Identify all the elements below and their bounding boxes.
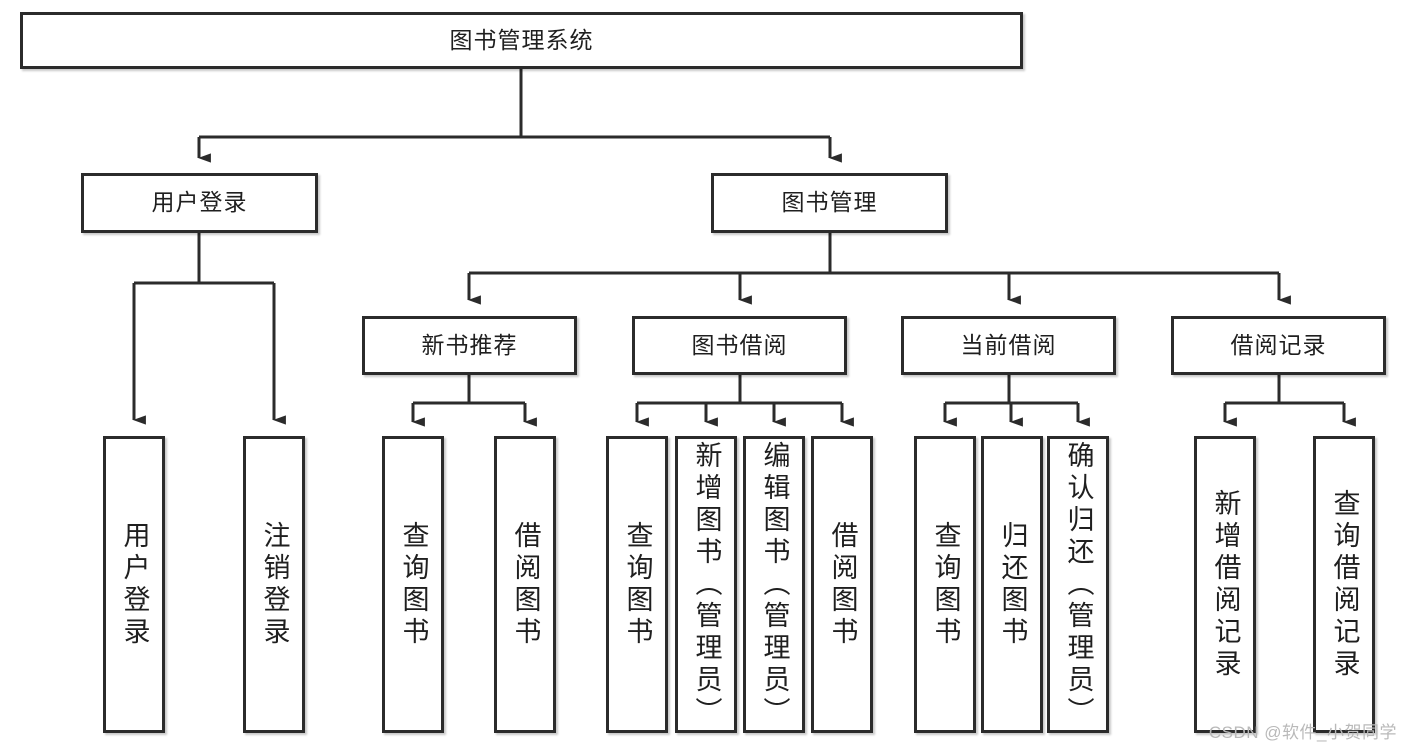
leaf-logout[interactable]: 注销登录 — [243, 436, 305, 733]
node-label: 借阅图书 — [827, 520, 858, 649]
leaf-query-book-current[interactable]: 查询图书 — [914, 436, 976, 733]
node-label: 归还图书 — [997, 520, 1028, 649]
node-user-login[interactable]: 用户登录 — [81, 173, 318, 233]
node-label: 查询图书 — [398, 520, 429, 649]
node-label: 新书推荐 — [421, 331, 518, 358]
leaf-borrow-book-new[interactable]: 借阅图书 — [494, 436, 556, 733]
node-label: 图书管理 — [781, 189, 878, 216]
node-label: 确认归还（管理员） — [1063, 440, 1094, 729]
node-current-borrow[interactable]: 当前借阅 — [901, 316, 1116, 375]
node-label: 借阅记录 — [1230, 331, 1327, 358]
leaf-confirm-return-admin[interactable]: 确认归还（管理员） — [1047, 436, 1109, 733]
node-borrow-record[interactable]: 借阅记录 — [1171, 316, 1386, 375]
node-label: 借阅图书 — [510, 520, 541, 649]
node-new-book-recommend[interactable]: 新书推荐 — [362, 316, 577, 375]
node-label: 查询图书 — [622, 520, 653, 649]
node-label: 当前借阅 — [960, 331, 1057, 358]
node-label: 编辑图书（管理员） — [759, 440, 790, 729]
leaf-query-borrow-record[interactable]: 查询借阅记录 — [1313, 436, 1375, 733]
leaf-edit-book-admin[interactable]: 编辑图书（管理员） — [743, 436, 805, 733]
node-label: 用户登录 — [151, 189, 248, 216]
leaf-query-book-borrow[interactable]: 查询图书 — [606, 436, 668, 733]
node-label: 查询借阅记录 — [1329, 488, 1360, 681]
node-label: 用户登录 — [119, 520, 150, 649]
leaf-return-book[interactable]: 归还图书 — [981, 436, 1043, 733]
leaf-query-book-new[interactable]: 查询图书 — [382, 436, 444, 733]
node-label: 新增借阅记录 — [1210, 488, 1241, 681]
node-label: 新增图书（管理员） — [691, 440, 722, 729]
node-label: 图书借阅 — [691, 331, 788, 358]
leaf-add-book-admin[interactable]: 新增图书（管理员） — [675, 436, 737, 733]
node-label: 图书管理系统 — [449, 26, 594, 53]
node-label: 查询图书 — [930, 520, 961, 649]
leaf-user-login[interactable]: 用户登录 — [103, 436, 165, 733]
node-book-management[interactable]: 图书管理 — [711, 173, 948, 233]
node-label: 注销登录 — [259, 520, 290, 649]
leaf-add-borrow-record[interactable]: 新增借阅记录 — [1194, 436, 1256, 733]
node-root-library-system[interactable]: 图书管理系统 — [20, 12, 1023, 69]
leaf-borrow-book[interactable]: 借阅图书 — [811, 436, 873, 733]
node-book-borrow[interactable]: 图书借阅 — [632, 316, 847, 375]
